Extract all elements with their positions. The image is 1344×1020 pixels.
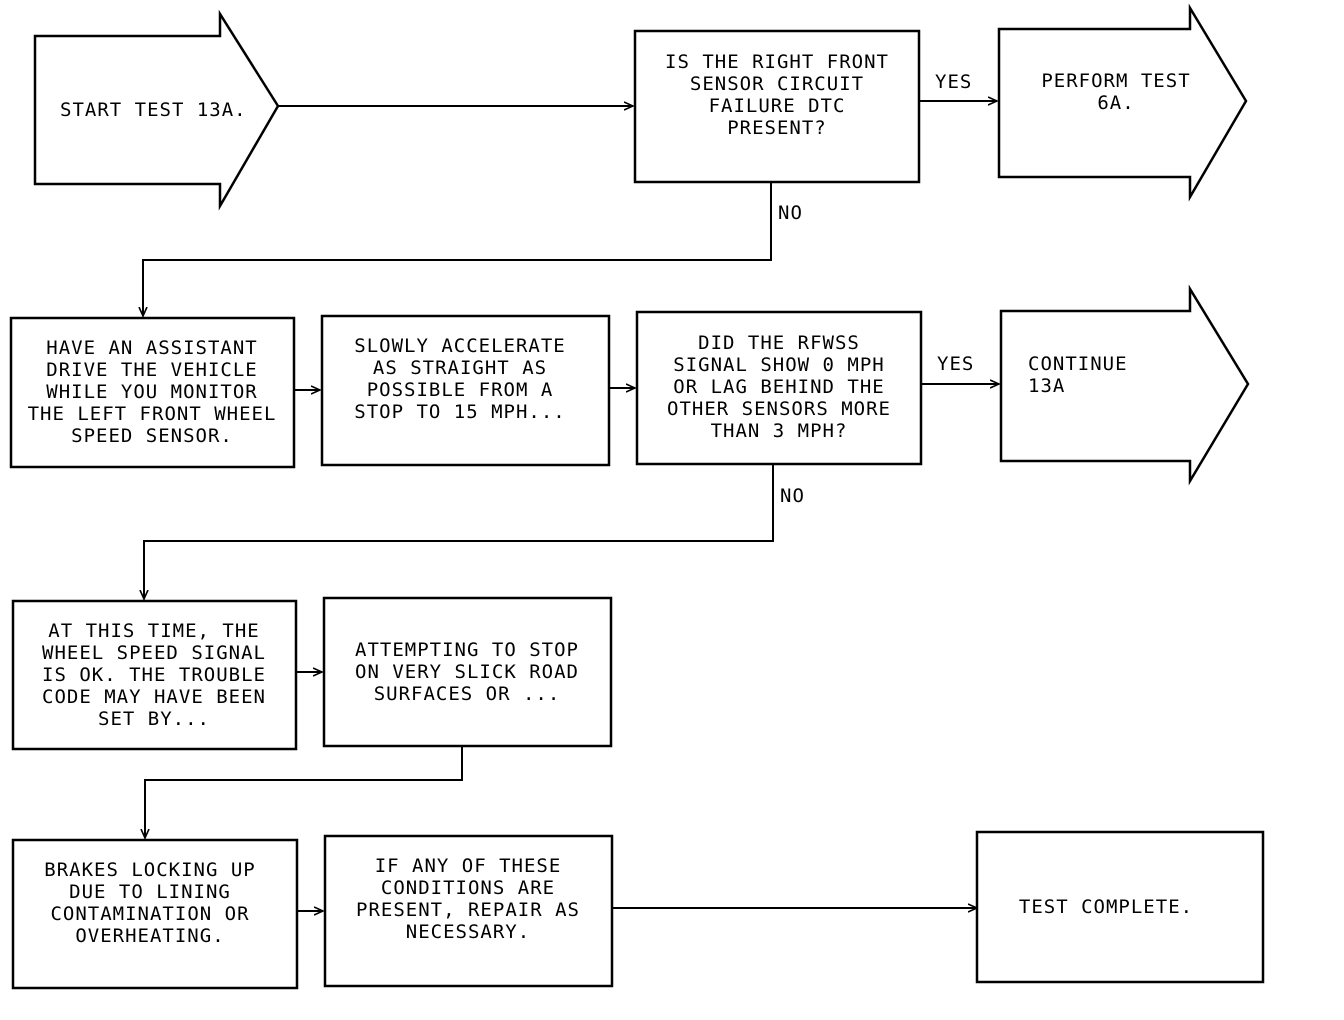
node-text-line: START TEST 13A. [60,99,247,121]
q2-no-label: NO [780,485,805,507]
node-text-line: AS STRAIGHT AS [373,357,547,379]
node-text-line: DID THE RFWSS [698,332,860,354]
node-text-line: WHEEL SPEED SIGNAL [42,642,266,664]
q1-no-label: NO [778,202,803,224]
node-text-line: SIGNAL SHOW 0 MPH [673,354,884,376]
edge-q2-no-to-signal-ok [144,464,774,599]
node-text-line: OTHER SENSORS MORE [667,398,891,420]
node-text-line: PRESENT? [727,117,827,139]
node-text-line: SENSOR CIRCUIT [690,73,864,95]
node-text-line: SET BY... [98,708,210,730]
start-arrow-node: START TEST 13A. [33,9,280,211]
node-text-line: OR LAG BEHIND THE [673,376,884,398]
q1-yes-label: YES [935,71,972,93]
connectors [143,101,999,911]
node-text-line: PERFORM TEST [1041,70,1190,92]
node-text-line: SURFACES OR ... [374,683,561,705]
node-text-line: SPEED SENSOR. [71,425,233,447]
node-text-line: THE LEFT FRONT WHEEL [28,403,277,425]
node-text-line: DRIVE THE VEHICLE [46,359,257,381]
complete-node-text: TEST COMPLETE. [1019,896,1193,918]
edge-slick-to-brakes [145,746,463,838]
start-node-text: START TEST 13A. [60,99,247,121]
edge-q1-no-to-assistant [143,182,772,316]
node-text-line: CONTINUE [1028,353,1128,375]
node-text-line: BRAKES LOCKING UP [44,859,255,881]
node-text-line: CONTAMINATION OR [50,903,249,925]
node-text-line: IS THE RIGHT FRONT [665,51,889,73]
node-text-line: SLOWLY ACCELERATE [354,335,565,357]
node-text-line: STOP TO 15 MPH... [354,401,565,423]
node-text-line: ON VERY SLICK ROAD [355,661,579,683]
node-text-line: DUE TO LINING [69,881,231,903]
node-text-line: WHILE YOU MONITOR [46,381,257,403]
node-text-line: TEST COMPLETE. [1019,896,1193,918]
node-text-line: CODE MAY HAVE BEEN [42,686,266,708]
node-text-line: THAN 3 MPH? [711,420,848,442]
node-text-line: NECESSARY. [406,921,530,943]
node-text-line: FAILURE DTC [709,95,846,117]
node-text-line: HAVE AN ASSISTANT [46,337,257,359]
q2-yes-label: YES [937,353,974,375]
complete-terminal-node: TEST COMPLETE. [975,830,1265,984]
node-text-line: IS OK. THE TROUBLE [42,664,266,686]
node-text-line: 13A [1028,375,1065,397]
node-text-line: CONDITIONS ARE [381,877,555,899]
node-text-line: OVERHEATING. [75,925,224,947]
node-text-line: POSSIBLE FROM A [367,379,554,401]
node-text-line: 6A. [1097,92,1134,114]
node-text-line: AT THIS TIME, THE [48,620,259,642]
node-text-line: IF ANY OF THESE [375,855,562,877]
node-text-line: PRESENT, REPAIR AS [356,899,580,921]
node-text-line: ATTEMPTING TO STOP [355,639,579,661]
